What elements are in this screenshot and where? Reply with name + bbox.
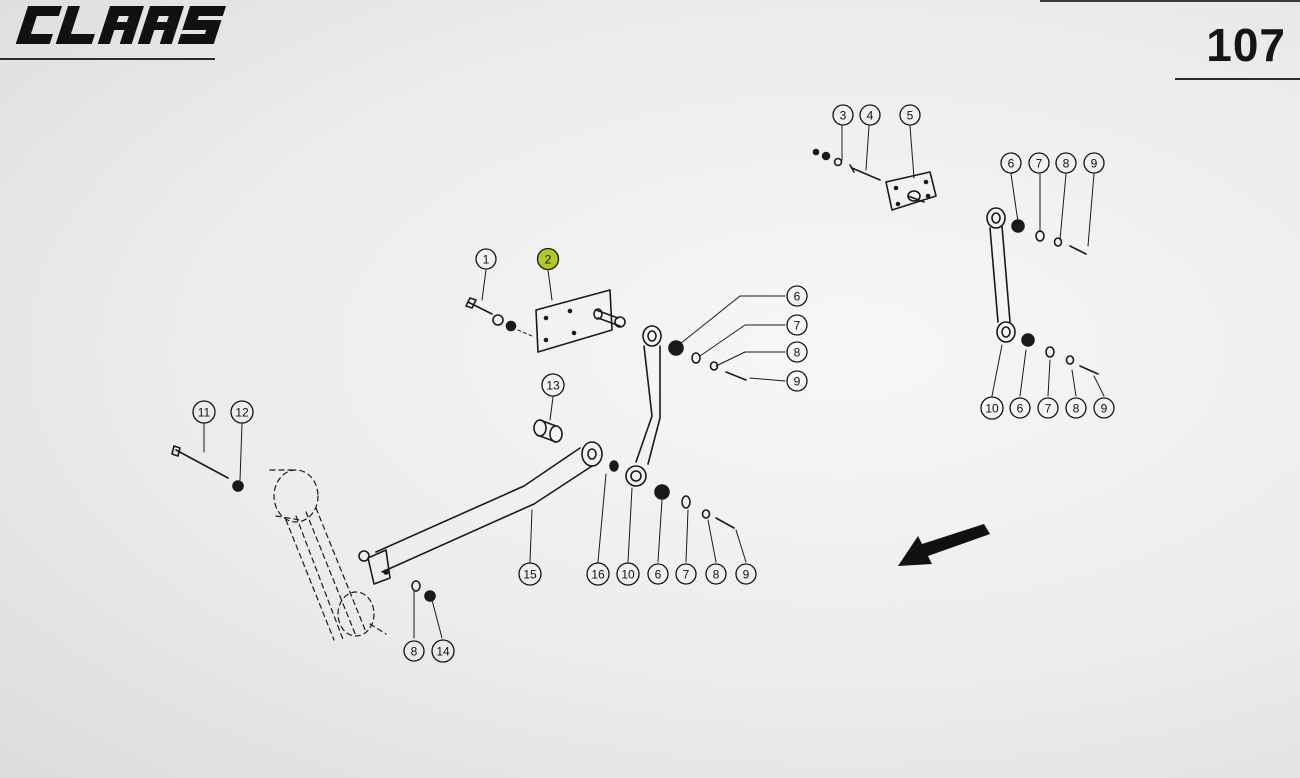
callout-2-highlighted: 2 <box>536 247 560 271</box>
callout-13: 13 <box>541 373 565 397</box>
callout-6-right-top: 6 <box>1000 152 1022 174</box>
svg-text:4: 4 <box>867 109 874 123</box>
page-number: 107 <box>1206 19 1286 71</box>
svg-text:13: 13 <box>546 379 560 393</box>
svg-text:3: 3 <box>840 109 847 123</box>
svg-text:9: 9 <box>1101 402 1108 416</box>
callout-6-right-bottom: 6 <box>1009 397 1031 419</box>
svg-text:9: 9 <box>1091 157 1098 171</box>
svg-text:11: 11 <box>198 406 211 420</box>
callout-16: 16 <box>586 562 610 586</box>
svg-text:14: 14 <box>436 645 450 659</box>
callout-7-right-top: 7 <box>1028 152 1050 174</box>
callout-6-bottom: 6 <box>647 563 669 585</box>
svg-text:6: 6 <box>794 290 801 304</box>
callout-11: 11 <box>192 400 216 424</box>
long-bolt-part-11 <box>171 445 244 492</box>
svg-text:5: 5 <box>907 109 914 123</box>
callout-9-bottom: 9 <box>735 563 757 585</box>
header-rule-right <box>1175 78 1300 80</box>
callout-12: 12 <box>230 400 254 424</box>
header-rule-left <box>0 58 215 60</box>
svg-text:1: 1 <box>483 253 490 267</box>
svg-text:8: 8 <box>794 346 801 360</box>
callout-7-bottom: 7 <box>675 563 697 585</box>
svg-text:10: 10 <box>985 402 999 416</box>
callout-1: 1 <box>475 248 497 270</box>
leader-lines <box>203 125 1105 639</box>
bushing-part-13 <box>533 419 563 443</box>
svg-text:7: 7 <box>794 319 801 333</box>
callout-4: 4 <box>859 104 881 126</box>
top-bracket-parts-3-4-5 <box>812 148 937 211</box>
svg-text:7: 7 <box>1045 402 1052 416</box>
callout-3: 3 <box>832 104 854 126</box>
svg-text:6: 6 <box>1008 157 1015 171</box>
right-link-rod <box>986 207 1099 375</box>
callout-8-bottom: 8 <box>705 563 727 585</box>
callout-9-right-bottom: 9 <box>1093 397 1115 419</box>
callout-5: 5 <box>899 104 921 126</box>
lever-arm-part-15 <box>358 441 619 585</box>
callout-7-right-bottom: 7 <box>1037 397 1059 419</box>
svg-text:9: 9 <box>794 375 801 389</box>
svg-text:2: 2 <box>545 253 552 267</box>
callout-9-mid: 9 <box>786 370 808 392</box>
callout-labels: 1 2 3 4 5 6 7 8 9 6 7 8 9 10 6 7 8 9 11 … <box>192 104 1115 663</box>
claas-logo <box>15 6 227 44</box>
callout-14: 14 <box>431 639 455 663</box>
svg-text:12: 12 <box>235 406 249 420</box>
svg-text:16: 16 <box>591 568 605 582</box>
direction-arrow <box>898 524 990 566</box>
callout-8-mid: 8 <box>786 341 808 363</box>
svg-text:6: 6 <box>1017 402 1024 416</box>
svg-text:10: 10 <box>621 568 635 582</box>
dashed-axle-outline <box>269 469 387 643</box>
svg-text:15: 15 <box>523 568 537 582</box>
callout-9-right-top: 9 <box>1083 152 1105 174</box>
callout-7-mid: 7 <box>786 314 808 336</box>
callout-8-lower-left: 8 <box>403 640 425 662</box>
svg-text:8: 8 <box>1073 402 1080 416</box>
bottom-fasteners-8-14 <box>411 580 436 602</box>
callout-8-right-bottom: 8 <box>1065 397 1087 419</box>
callout-15: 15 <box>518 562 542 586</box>
svg-text:8: 8 <box>411 645 418 659</box>
callout-8-right-top: 8 <box>1055 152 1077 174</box>
svg-text:8: 8 <box>1063 157 1070 171</box>
mounting-plate-part-2 <box>535 289 626 353</box>
svg-text:7: 7 <box>683 568 690 582</box>
middle-link-rod <box>625 325 747 529</box>
svg-text:7: 7 <box>1036 157 1043 171</box>
callout-10-bottom: 10 <box>616 562 640 586</box>
callout-10-right-bottom: 10 <box>980 396 1004 420</box>
svg-text:8: 8 <box>713 568 720 582</box>
callout-6-mid: 6 <box>786 285 808 307</box>
svg-text:6: 6 <box>655 568 662 582</box>
svg-text:9: 9 <box>743 568 750 582</box>
header-rule-top-right <box>1040 0 1300 2</box>
bolt-part-1 <box>465 297 533 337</box>
